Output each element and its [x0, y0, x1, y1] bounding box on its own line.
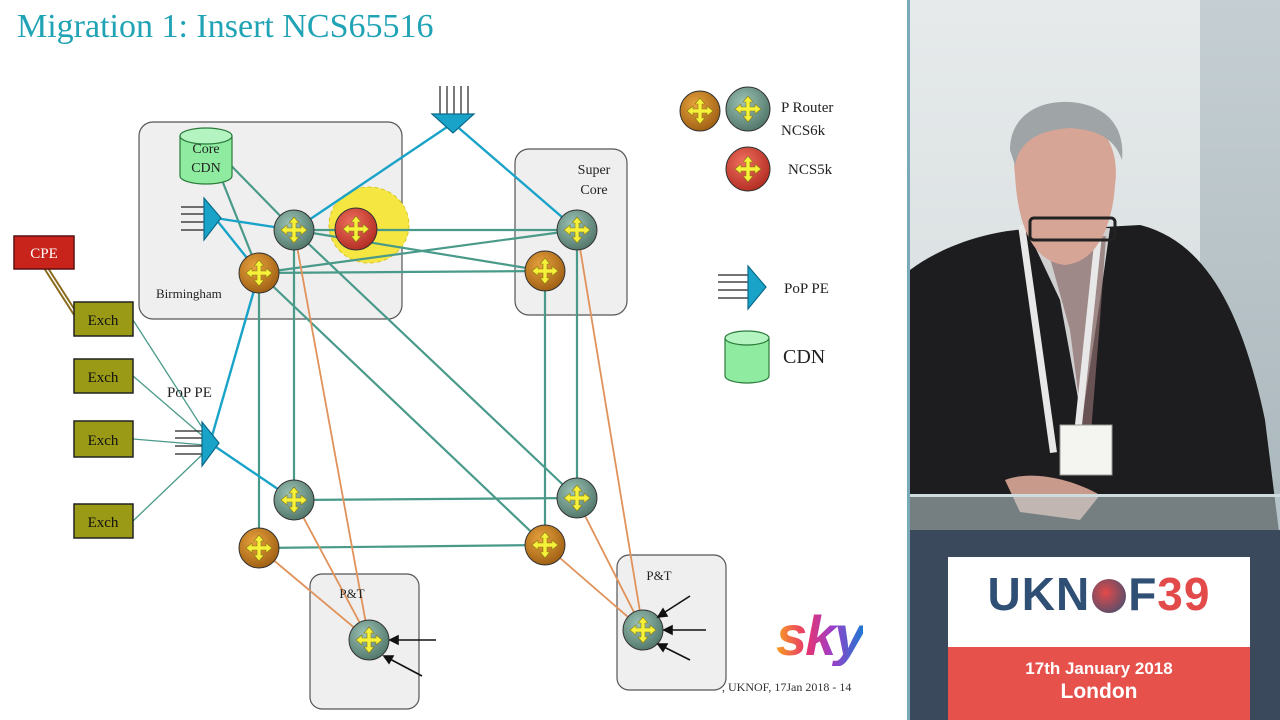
router-ncs6k-icon [273, 209, 315, 251]
legend-ncs5k-label: NCS5k [788, 162, 833, 178]
presentation-slide: Migration 1: Insert NCS65516 [0, 0, 907, 720]
router-pt-icon [348, 619, 390, 661]
legend-cdn-label: CDN [783, 346, 825, 368]
legend-ncs5k-icon [725, 146, 771, 192]
podium-city: London [1060, 680, 1138, 703]
pop-pe-icon [175, 420, 220, 468]
podium-brand-globe-icon [1092, 579, 1127, 613]
exch-box: Exch [73, 358, 134, 394]
legend-pop-pe-icon [718, 264, 767, 311]
pt-right-site-box [616, 554, 727, 691]
legend-cdn-icon [724, 330, 770, 384]
podium-band: 17th January 2018 London [948, 647, 1250, 720]
router-ncs6k-icon [524, 250, 566, 292]
sky-logo: sky [776, 604, 865, 667]
cpe-label: CPE [30, 246, 58, 262]
exch-box: Exch [73, 301, 134, 337]
exch-label: Exch [88, 313, 119, 329]
super-core-label-1: Super [578, 163, 611, 178]
legend-router-grey-icon [725, 86, 771, 132]
core-cdn-label-2: CDN [191, 161, 221, 176]
speaker-video: UKN F39 17th January 2018 London [910, 0, 1280, 720]
exch-links [132, 319, 206, 522]
exch-label: Exch [88, 515, 119, 531]
core-cdn-cylinder: Core CDN [179, 127, 233, 185]
legend-p-router-label: P Router [781, 100, 833, 116]
router-ncs6k-icon [273, 479, 315, 521]
legend-ncs6k-label: NCS6k [781, 123, 826, 139]
peering-pe-icon [430, 86, 476, 134]
router-ncs6k-icon [238, 527, 280, 569]
router-ncs6k-icon [524, 524, 566, 566]
exch-box: Exch [73, 503, 134, 539]
legend-pop-pe-label: PoP PE [784, 281, 829, 297]
network-diagram: Core CDN Birmingham Super Core P&T P&T P… [13, 86, 833, 710]
podium-sign: UKN F39 [948, 557, 1250, 647]
exch-label: Exch [88, 370, 119, 386]
podium-brand-suffix: F [1128, 568, 1158, 620]
pop-pe-icon [181, 196, 222, 242]
legend: P Router NCS6k NCS5k PoP PE CDN [679, 86, 833, 384]
pop-pe-label: PoP PE [167, 385, 212, 401]
router-ncs6k-icon [238, 252, 280, 294]
podium-date: 17th January 2018 [1025, 659, 1173, 678]
slide-footer: , UKNOF, 17Jan 2018 - 14 [722, 680, 852, 694]
router-ncs6k-icon [556, 477, 598, 519]
core-links [204, 139, 579, 550]
pt-right-label: P&T [646, 568, 671, 583]
legend-router-orange-icon [679, 90, 721, 132]
slide-title: Migration 1: Insert NCS65516 [17, 8, 434, 45]
video-divider [907, 0, 910, 720]
core-cdn-label-1: Core [192, 142, 219, 157]
pt-left-label: P&T [339, 586, 364, 601]
exch-label: Exch [88, 433, 119, 449]
exch-box: Exch [73, 420, 134, 458]
cpe-box: CPE [13, 235, 75, 270]
podium-brand-prefix: UKN [987, 568, 1091, 620]
podium-brand-number: 39 [1157, 568, 1211, 620]
pt-input-arrows [382, 595, 706, 677]
router-ncs6k-icon [556, 209, 598, 251]
pt-links [258, 229, 644, 641]
router-ncs5k-icon [334, 207, 378, 251]
super-core-label-2: Core [580, 183, 607, 198]
birmingham-label: Birmingham [156, 286, 222, 301]
podium-brand: UKN F39 [948, 567, 1250, 621]
router-pt-icon [622, 609, 664, 651]
